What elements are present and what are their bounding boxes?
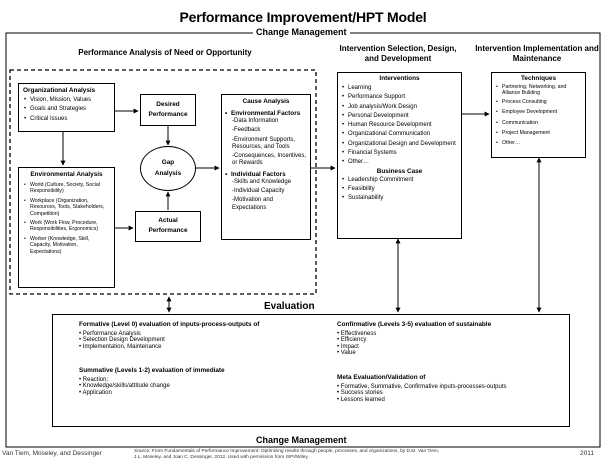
meta-evaluation-list: • Formative, Summative, Confirmative inp…	[337, 384, 569, 404]
list-item: Work (Work Flow, Procedure, Responsibili…	[23, 220, 110, 233]
list-item: World (Culture, Society, Social Responsi…	[23, 182, 110, 195]
list-item: Human Resource Development	[341, 122, 458, 130]
implementation-heading: Intervention Implementation and Maintena…	[475, 44, 599, 63]
list-item: -Motivation and Expectations	[232, 197, 274, 211]
list-item: Sustainability	[341, 195, 458, 203]
list-item: • Impact	[337, 343, 359, 350]
actual-performance-label: Actual Performance	[148, 217, 188, 234]
individual-factors-title: •Individual Factors	[225, 170, 286, 178]
list-item: -Data Information	[232, 118, 279, 124]
list-item: • Effectiveness	[337, 330, 377, 337]
evaluation-heading: Evaluation	[264, 301, 315, 312]
organizational-analysis-box: Organizational Analysis Vision, Mission,…	[18, 83, 115, 132]
interventions-title: Interventions	[379, 75, 420, 82]
list-item: • Success stories	[337, 390, 383, 397]
list-item: -Consequences, Incentives, or Rewards	[232, 153, 307, 167]
list-item: Performance Support	[341, 94, 458, 102]
gap-analysis-label: Gap Analysis	[154, 159, 182, 177]
techniques-title: Techniques	[520, 75, 557, 82]
business-case-title: Business Case	[376, 167, 423, 175]
meta-evaluation-title: Meta Evaluation/Validation of	[337, 374, 426, 381]
formative-title: Formative (Level 0) evaluation of inputs…	[79, 321, 260, 328]
performance-analysis-heading: Performance Analysis of Need or Opportun…	[78, 48, 252, 57]
organizational-analysis-title: Organizational Analysis	[23, 87, 96, 94]
list-item: • Implementation, Maintenance	[79, 343, 162, 350]
business-case-list: Leadership Commitment Feasibility Sustai…	[341, 177, 458, 203]
confirmative-title: Confirmative (Levels 3-5) evaluation of …	[337, 321, 492, 328]
techniques-box: Techniques Partnering, Networking, and A…	[491, 72, 586, 158]
list-item: Feasibility	[341, 186, 458, 194]
list-item: • Application	[79, 389, 112, 396]
gap-analysis-ellipse: Gap Analysis	[140, 146, 196, 191]
list-item: • Value	[337, 350, 356, 357]
desired-performance-label: Desired Performance	[148, 101, 188, 118]
list-item: Employee Development	[495, 109, 582, 116]
list-item: -Individual Capacity	[232, 188, 285, 195]
list-item: Learning	[341, 85, 458, 93]
list-item: • Knowledge/skills/attitude change	[79, 383, 170, 390]
footer-year: 2011	[580, 450, 594, 457]
environmental-analysis-title: Environmental Analysis	[30, 171, 103, 178]
footer-source: Source: From Fundamentals of Performance…	[134, 449, 440, 460]
interventions-box: Interventions Learning Performance Suppo…	[337, 72, 462, 239]
meta-evaluation-section: Meta Evaluation/Validation of • Formativ…	[337, 374, 569, 404]
environmental-analysis-list: World (Culture, Society, Social Responsi…	[23, 182, 110, 255]
summative-list: • Reaction; • Knowledge/skills/attitude …	[79, 377, 319, 397]
environmental-analysis-box: Environmental Analysis World (Culture, S…	[18, 167, 115, 288]
organizational-analysis-list: Vision, Mission, Values Goals and Strate…	[23, 97, 110, 123]
list-item: Partnering, Networking, and Alliance Bui…	[495, 84, 582, 97]
techniques-list: Partnering, Networking, and Alliance Bui…	[495, 84, 582, 147]
list-item: Critical Issues	[23, 116, 110, 124]
environmental-factors-title: •Environmental Factors	[225, 110, 301, 117]
change-management-bottom: Change Management	[253, 435, 350, 445]
list-item: • Performance Analysis	[79, 330, 141, 337]
intervention-selection-heading: Intervention Selection, Design, and Deve…	[339, 44, 457, 63]
list-item: -Environment Supports, Resources, and To…	[232, 136, 296, 150]
list-item: • Reaction;	[79, 376, 109, 383]
interventions-list: Learning Performance Support Job analysi…	[341, 85, 458, 167]
list-item: Workplace (Organization, Resources, Tool…	[23, 198, 110, 217]
confirmative-list: • Effectiveness • Efficiency • Impact • …	[337, 331, 567, 357]
list-item: • Lessons learned	[337, 396, 385, 403]
list-item: Worker (Knowledge, Skill, Capacity, Moti…	[23, 236, 110, 255]
actual-performance-box: Actual Performance	[135, 211, 201, 242]
list-item: • Formative, Summative, Confirmative inp…	[337, 383, 507, 390]
list-item: -Skills and Knowledge	[232, 178, 292, 185]
summative-section: Summative (Levels 1-2) evaluation of imm…	[79, 367, 319, 397]
diagram-title: Performance Improvement/HPT Model	[179, 9, 427, 25]
formative-list: • Performance Analysis • Selection Desig…	[79, 331, 319, 351]
evaluation-box: Formative (Level 0) evaluation of inputs…	[52, 314, 570, 427]
list-item: Process Consulting	[495, 99, 582, 106]
list-item: Job analysis/Work Design	[341, 104, 458, 112]
cause-analysis-title: Cause Analysis	[242, 98, 290, 105]
desired-performance-box: Desired Performance	[140, 94, 196, 126]
list-item: Organizational Design and Development	[341, 141, 458, 149]
list-item: Organizational Communication	[341, 131, 458, 139]
list-item: Personal Development	[341, 113, 458, 121]
change-management-top: Change Management	[253, 27, 350, 37]
summative-title: Summative (Levels 1-2) evaluation of imm…	[79, 367, 225, 374]
confirmative-section: Confirmative (Levels 3-5) evaluation of …	[337, 321, 567, 357]
list-item: Other…	[495, 140, 582, 147]
list-item: -Feedback	[232, 127, 261, 134]
list-item: Financial Systems	[341, 150, 458, 158]
list-item: Leadership Commitment	[341, 177, 458, 185]
environmental-factors-list: -Data Information -Feedback -Environment…	[225, 118, 307, 168]
list-item: • Efficiency	[337, 337, 367, 344]
list-item: Other…	[341, 159, 458, 167]
list-item: • Selection Design Development	[79, 337, 165, 344]
individual-factors-list: -Skills and Knowledge -Individual Capaci…	[225, 179, 307, 212]
footer-authors: Van Tiem, Moseley, and Dessinger	[2, 450, 102, 457]
formative-section: Formative (Level 0) evaluation of inputs…	[79, 321, 319, 351]
list-item: Project Management	[495, 130, 582, 137]
list-item: Vision, Mission, Values	[23, 97, 110, 105]
list-item: Communication	[495, 120, 582, 127]
cause-analysis-box: Cause Analysis •Environmental Factors -D…	[221, 94, 311, 240]
list-item: Goals and Strategies	[23, 106, 110, 114]
